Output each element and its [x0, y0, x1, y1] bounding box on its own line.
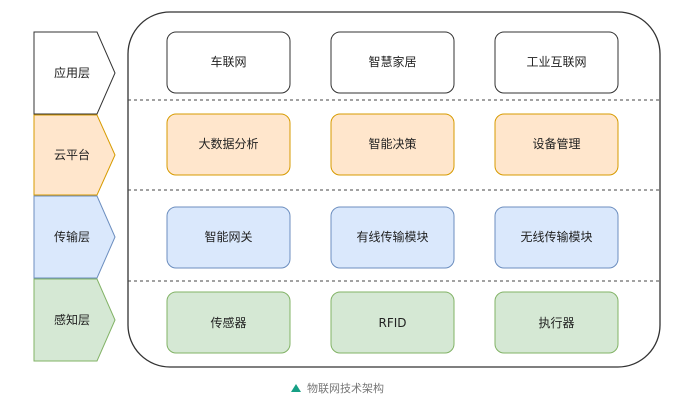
- node-box: [166, 113, 291, 176]
- node-label: RFID: [378, 316, 406, 330]
- node-box: [330, 291, 455, 354]
- node-label: 传感器: [210, 315, 246, 330]
- node-label: 智能决策: [368, 136, 416, 151]
- layer-label-perception: 感知层: [54, 312, 90, 327]
- node-label: 大数据分析: [198, 136, 258, 151]
- node-box: [494, 113, 619, 176]
- node-label: 智能网关: [204, 229, 252, 244]
- node-box: [494, 206, 619, 269]
- node-label: 有线传输模块: [356, 229, 428, 244]
- node-label: 智慧家居: [368, 54, 416, 69]
- layer-label-transport: 传输层: [54, 229, 90, 244]
- layer-label-cloud: 云平台: [54, 147, 90, 162]
- node-label: 车联网: [210, 54, 246, 69]
- layer-tag-perception: [33, 278, 116, 362]
- node-box: [330, 206, 455, 269]
- layer-label-application: 应用层: [54, 65, 90, 80]
- layer-tag-application: [33, 31, 116, 115]
- node-box: [330, 113, 455, 176]
- figure-caption: 物联网技术架构: [307, 381, 384, 395]
- node-box: [330, 31, 455, 94]
- layer-tag-transport: [33, 195, 116, 279]
- node-box: [166, 206, 291, 269]
- node-label: 设备管理: [532, 136, 580, 151]
- node-box: [166, 291, 291, 354]
- node-label: 无线传输模块: [520, 229, 592, 244]
- node-box: [166, 31, 291, 94]
- node-box: [494, 31, 619, 94]
- node-box: [494, 291, 619, 354]
- triangle-up-icon: [291, 384, 301, 392]
- node-label: 工业互联网: [526, 55, 586, 69]
- node-label: 执行器: [538, 316, 574, 330]
- layer-tag-cloud: [33, 114, 116, 196]
